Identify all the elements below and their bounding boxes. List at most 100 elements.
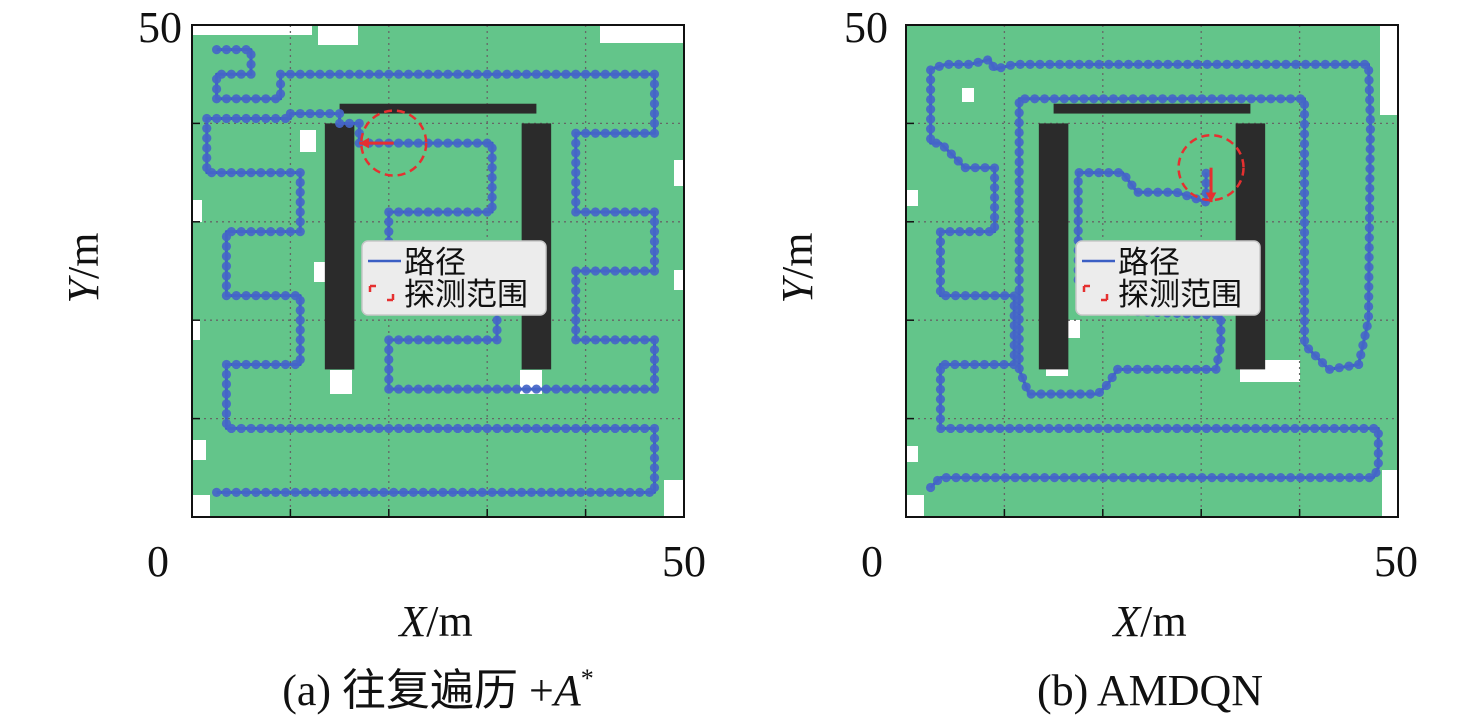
path-point [482,69,492,79]
path-point [280,487,291,497]
path-point [635,487,645,497]
path-point [443,423,453,434]
path-point [1014,423,1025,434]
path-point [1299,139,1310,149]
path-point [241,487,251,497]
path-point [251,94,261,104]
path-point [1299,247,1310,257]
path-point [1113,423,1123,434]
path-point [649,207,660,217]
path-point [335,118,345,128]
path-point [581,266,591,276]
path-point [320,487,330,497]
path-point [615,487,625,497]
path-point [472,384,482,394]
path-point [261,291,271,301]
path-point [231,359,241,370]
path-point [571,168,581,178]
path-point [384,354,394,365]
path-point [251,487,261,497]
path-point [295,423,305,434]
path-point [275,79,286,89]
path-point [433,384,443,394]
path-point [502,384,512,394]
path-point [1364,282,1374,292]
path-point [275,423,286,434]
path-point [221,359,232,370]
path-point [954,59,964,69]
path-point [290,359,300,370]
path-point [364,69,374,79]
axes-frame [905,24,1399,518]
path-point [1364,301,1374,312]
path-point [985,423,995,434]
path-point [1365,95,1375,105]
legend-range-swatch [368,284,395,302]
panel-b: 路径 探测范围 50 0 50 X/m Y/m (b) AMDQN [773,3,1418,715]
path-point [620,384,630,394]
path-point [1364,233,1374,243]
path-point [1299,178,1310,188]
path-point [571,325,581,335]
path-point [1281,59,1291,69]
path-point [364,423,374,434]
path-point [561,69,571,79]
path-point [285,69,295,79]
path-point [1167,473,1178,483]
legend-path-label: 路径 [404,245,466,280]
path-point [271,113,281,124]
path-point [1014,216,1024,226]
path-point [989,212,1000,222]
path-point [246,168,256,178]
path-point [1260,423,1271,434]
path-point [492,315,502,325]
path-point [940,359,950,370]
path-point [1317,358,1328,368]
path-point [1276,473,1286,483]
path-point [1014,354,1024,364]
path-point [1251,59,1262,69]
path-point [610,266,620,276]
path-point [640,207,650,217]
path-point [1123,423,1133,434]
path-point [221,281,232,291]
path-point [394,69,404,79]
path-point [1014,304,1024,315]
path-point [566,487,576,497]
path-point [581,69,591,79]
path-point [1064,423,1074,434]
path-point [983,55,993,65]
path-point [1138,94,1148,104]
y-axis-label: Y/m [773,233,822,304]
path-point [1014,118,1024,128]
path-point [1364,223,1375,233]
path-point [649,118,660,128]
path-point [571,315,581,325]
path-point [1256,94,1266,104]
path-point [649,246,660,256]
path-point [649,384,660,394]
path-point [1083,423,1093,434]
path-point [423,207,433,217]
path-point [325,69,335,79]
path-point [571,197,581,207]
path-point [1345,473,1355,483]
path-point [394,138,404,148]
path-point [423,69,433,79]
path-point [236,227,246,237]
path-point [1014,226,1024,236]
path-point [1014,285,1024,295]
path-point [512,69,522,79]
path-point [403,69,414,79]
path-point [571,207,581,217]
path-point [1026,389,1036,399]
path-point [1365,134,1375,144]
path-point [231,487,241,497]
path-point [1315,473,1325,483]
path-point [536,487,546,497]
path-point [280,291,291,301]
path-point [335,423,345,434]
path-point [1024,423,1034,434]
path-point [216,168,227,178]
path-point [374,69,384,79]
